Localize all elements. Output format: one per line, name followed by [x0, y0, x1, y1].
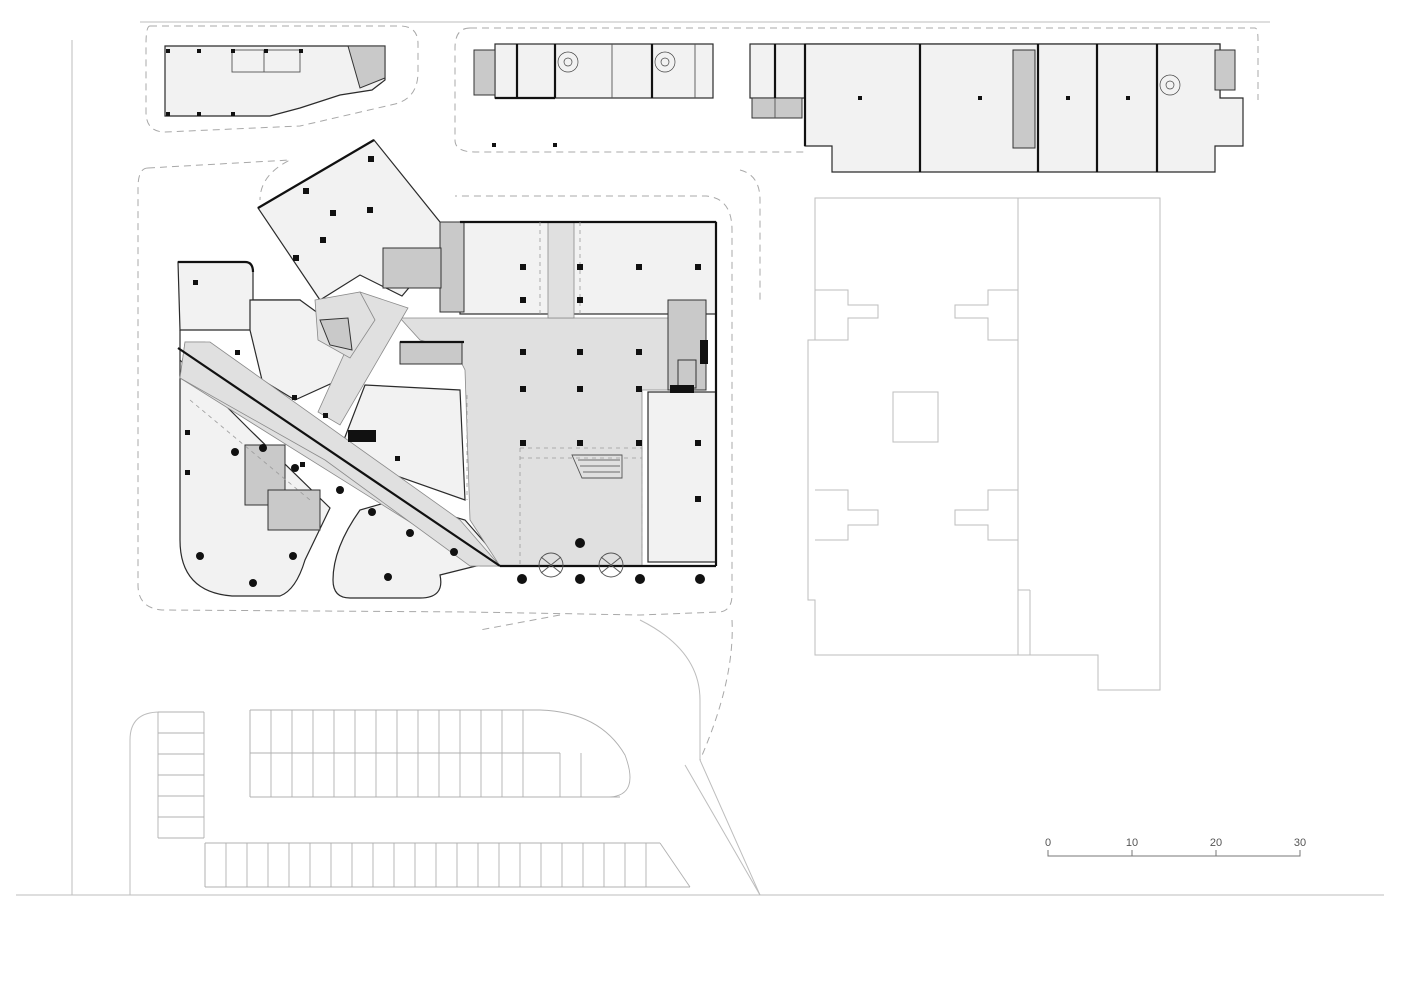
- scale-label-10: 10: [1126, 837, 1138, 849]
- parking-area: [157, 709, 691, 888]
- parking-stall-line: [659, 842, 691, 888]
- building-main-podium: [177, 139, 718, 599]
- escalators: [571, 454, 623, 479]
- nw-columns: [166, 49, 303, 116]
- building-north-west: [164, 45, 386, 117]
- building-north-strip: [473, 43, 1244, 173]
- neighbouring-building-outline: [807, 197, 1161, 691]
- scale-bar: 0 10 20 30: [1045, 837, 1306, 857]
- strip-partitions: [495, 44, 1159, 172]
- main-heavy-walls: [177, 139, 718, 568]
- parking-island-curve: [539, 709, 631, 798]
- revolving-doors: [538, 552, 624, 578]
- dashed-site-lines: [137, 25, 1259, 761]
- main-columns: [185, 156, 705, 587]
- scale-label-0: 0: [1045, 837, 1051, 849]
- spiral-stairs: [557, 51, 1181, 96]
- site-boundary: [16, 21, 1384, 896]
- scale-label-30: 30: [1294, 837, 1306, 849]
- scale-label-20: 20: [1210, 837, 1222, 849]
- strip-columns: [492, 96, 1130, 147]
